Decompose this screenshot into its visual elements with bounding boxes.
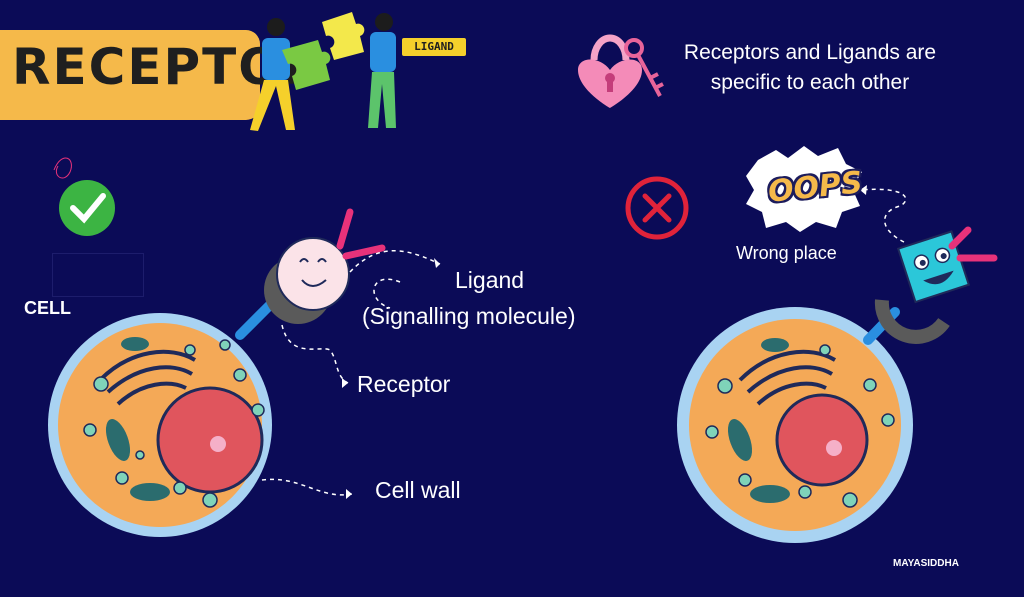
blank-label-box: [52, 253, 144, 297]
checkmark-icon: [59, 180, 115, 236]
lock-and-key-icon: [578, 34, 664, 108]
receptor-label: Receptor: [357, 371, 451, 397]
ligand-label: Ligand: [455, 267, 525, 293]
label-arrows: [261, 250, 441, 496]
signalling-molecule-label: (Signalling molecule): [362, 303, 576, 329]
oops-burst: [746, 146, 862, 232]
people-with-puzzle-icon: [250, 12, 396, 131]
wrong-place-label: Wrong place: [736, 243, 837, 263]
cross-icon: [625, 176, 689, 240]
title-banner: [0, 30, 260, 120]
cell-label: CELL: [24, 298, 71, 318]
brand-footer: MAYASIDDHA: [893, 558, 959, 569]
specificity-note: Receptors and Ligands are specific to ea…: [683, 41, 937, 94]
ligand-tag: LIGAND: [402, 38, 466, 56]
right-cell: [677, 226, 998, 543]
cell-wall-label: Cell wall: [375, 477, 461, 503]
left-cell: [48, 208, 386, 537]
